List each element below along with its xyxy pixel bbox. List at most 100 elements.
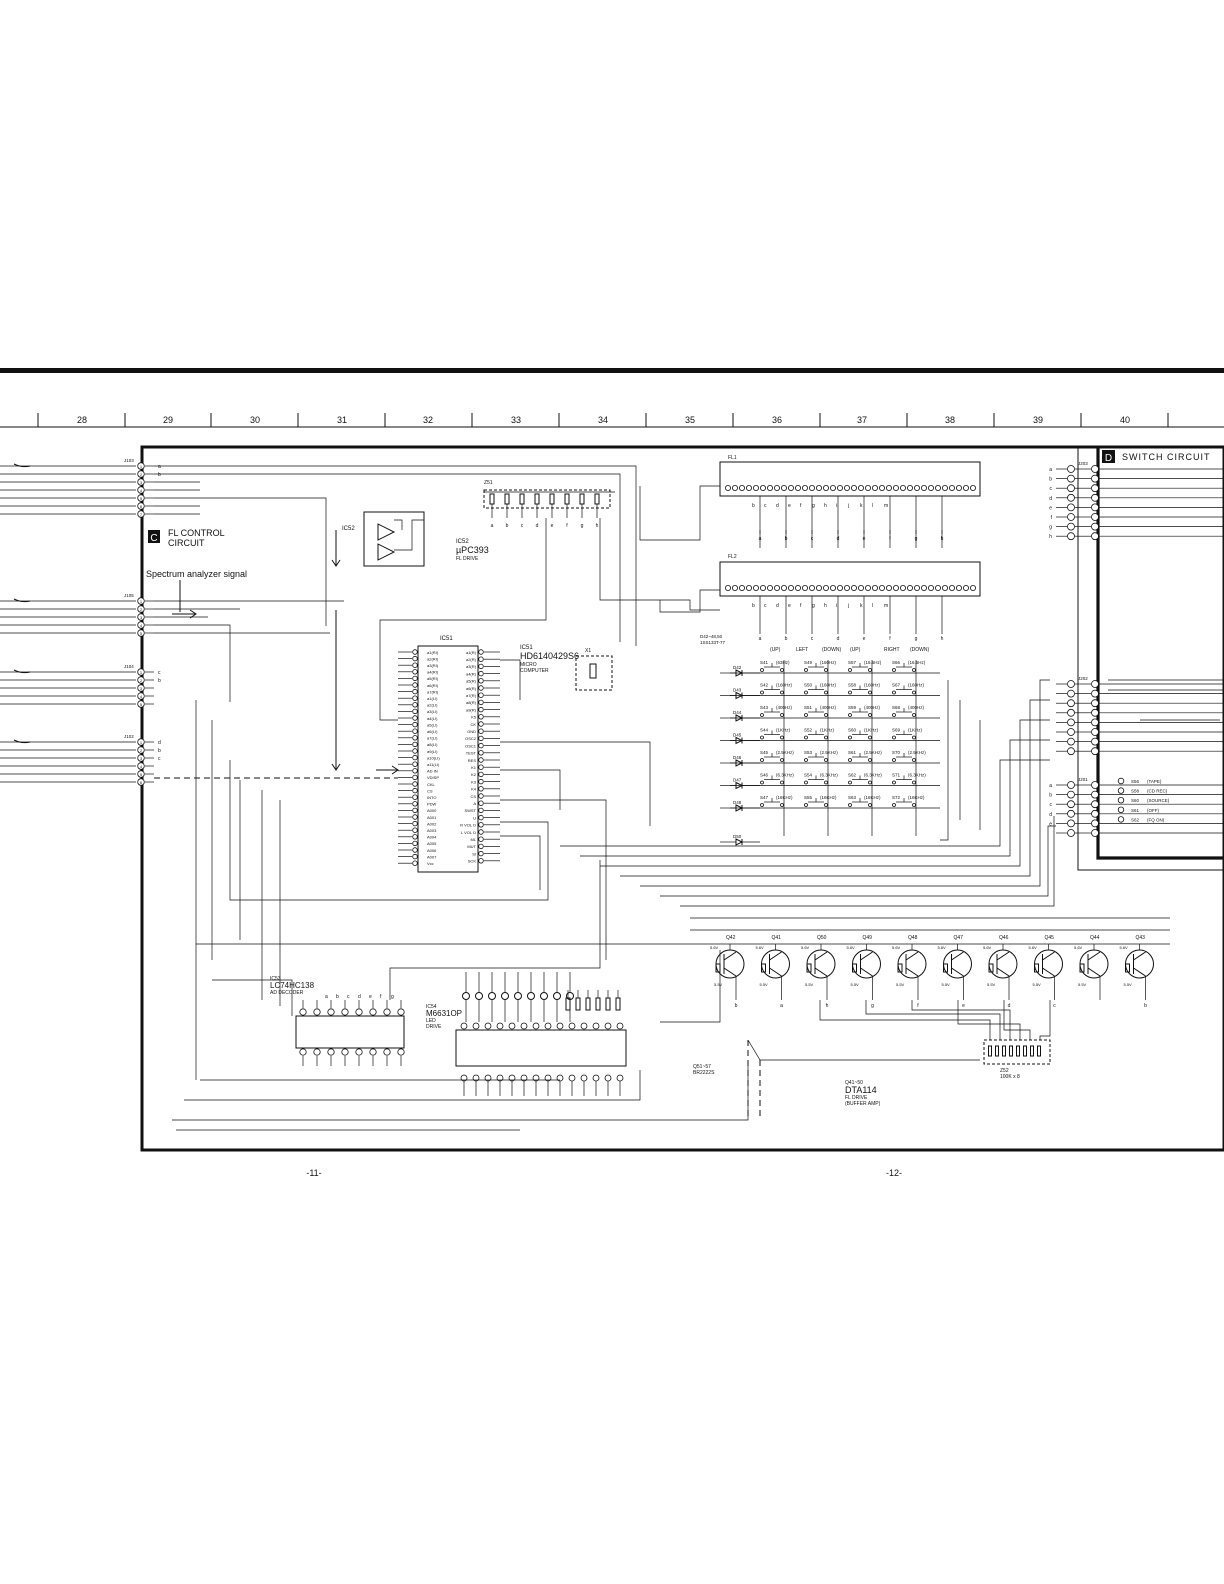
svg-text:7: 7 — [140, 512, 143, 517]
svg-text:f: f — [1051, 515, 1053, 521]
svg-text:4: 4 — [140, 623, 143, 628]
svg-text:S59: S59 — [848, 705, 857, 710]
svg-text:a: a — [780, 1003, 783, 1009]
svg-text:d: d — [1049, 812, 1052, 818]
ic51-ref: IC51 — [440, 636, 453, 642]
svg-text:a5(LI): a5(LI) — [427, 722, 438, 727]
svg-text:6: 6 — [140, 780, 143, 785]
svg-text:S58: S58 — [848, 683, 857, 688]
grid-col-35: 35 — [685, 415, 695, 425]
connector-j203: J203 — [1078, 461, 1088, 466]
svg-text:b: b — [158, 748, 161, 754]
svg-text:a5(RI): a5(RI) — [427, 676, 439, 681]
svg-text:a1(LI): a1(LI) — [427, 696, 438, 701]
svg-text:(1KHz): (1KHz) — [776, 728, 791, 733]
svg-text:K1: K1 — [471, 765, 477, 770]
svg-text:(1KHz): (1KHz) — [864, 728, 879, 733]
svg-text:S42: S42 — [760, 683, 769, 688]
svg-text:g: g — [391, 994, 394, 1000]
svg-text:a2(LI): a2(LI) — [427, 703, 438, 708]
ic52-label-2: µPC393 — [456, 545, 489, 555]
ic54-label-1: IC54 — [426, 1004, 437, 1010]
svg-text:S60: S60 — [848, 728, 857, 733]
svg-text:A006: A006 — [427, 848, 437, 853]
diode-note-2: 1SS133T-77 — [700, 640, 726, 645]
svg-text:4: 4 — [140, 694, 143, 699]
svg-text:5.5V: 5.5V — [1078, 982, 1087, 987]
diode-note-1: D42~48,50 — [700, 634, 723, 639]
svg-text:Vcc: Vcc — [427, 861, 434, 866]
svg-text:5.6V: 5.6V — [892, 945, 901, 950]
circuit-frame — [140, 445, 1224, 1152]
svg-text:K5: K5 — [471, 715, 477, 720]
svg-text:5.5V: 5.5V — [851, 982, 860, 987]
svg-text:a3(RI): a3(RI) — [427, 663, 439, 668]
svg-text:CKL: CKL — [427, 782, 436, 787]
svg-text:3: 3 — [140, 615, 143, 620]
svg-text:a10(LI): a10(LI) — [427, 755, 440, 760]
svg-text:a7(R): a7(R) — [466, 693, 477, 698]
svg-text:a9(R): a9(R) — [466, 707, 477, 712]
svg-text:5.5V: 5.5V — [896, 982, 905, 987]
svg-text:c: c — [158, 756, 161, 762]
svg-text:S71: S71 — [892, 773, 901, 778]
svg-text:5.6V: 5.6V — [710, 945, 719, 950]
svg-text:a4(LI): a4(LI) — [427, 716, 438, 721]
svg-text:OSC2: OSC2 — [465, 736, 477, 741]
svg-text:2: 2 — [140, 472, 143, 477]
svg-text:5.5V: 5.5V — [942, 982, 951, 987]
svg-text:SCK: SCK — [468, 859, 477, 864]
svg-text:3: 3 — [140, 756, 143, 761]
switch-circuit-frame — [1096, 447, 1224, 860]
svg-text:a7(LI): a7(LI) — [427, 736, 438, 741]
svg-text:S72: S72 — [892, 795, 901, 800]
grid-col-36: 36 — [772, 415, 782, 425]
section-c-title-2: CIRCUIT — [168, 538, 205, 548]
z52-label-2: 100K x 8 — [1000, 1074, 1020, 1080]
svg-text:S49: S49 — [804, 660, 813, 665]
connector-j105: J105 — [124, 593, 134, 598]
svg-text:S50: S50 — [804, 683, 813, 688]
svg-text:e: e — [788, 603, 791, 609]
z52-label-1: Z52 — [1000, 1068, 1009, 1074]
svg-text:d: d — [1049, 496, 1052, 502]
svg-text:INTO: INTO — [427, 795, 436, 800]
svg-text:SWST: SWST — [464, 808, 476, 813]
svg-text:(2.5KHz): (2.5KHz) — [776, 750, 794, 755]
svg-text:d: d — [1008, 1003, 1011, 1009]
svg-text:(6.3KHz): (6.3KHz) — [776, 773, 794, 778]
svg-text:e: e — [863, 636, 866, 642]
ic51-label-2: HD6140429S6 — [520, 651, 579, 661]
svg-text:(2.5KHz): (2.5KHz) — [908, 750, 926, 755]
svg-text:a11(LI): a11(LI) — [427, 762, 440, 767]
svg-text:f: f — [800, 503, 802, 509]
svg-text:S58: S58 — [1131, 789, 1140, 794]
svg-text:D43: D43 — [733, 688, 742, 693]
svg-text:A000: A000 — [427, 808, 437, 813]
svg-text:k: k — [860, 603, 863, 609]
ic52-ref: IC52 — [342, 526, 355, 532]
ic52-label-3: FL DRIVE — [456, 556, 479, 562]
svg-text:a: a — [1049, 783, 1052, 789]
svg-text:a7(RI): a7(RI) — [427, 689, 439, 694]
svg-text:d: d — [536, 523, 539, 529]
svg-text:S46: S46 — [760, 773, 769, 778]
svg-text:5.6V: 5.6V — [938, 945, 947, 950]
svg-text:S62: S62 — [848, 773, 857, 778]
svg-text:b: b — [735, 1003, 738, 1009]
svg-text:5.6V: 5.6V — [983, 945, 992, 950]
svg-text:A001: A001 — [427, 815, 437, 820]
svg-text:S53: S53 — [804, 750, 813, 755]
svg-text:5.5V: 5.5V — [714, 982, 723, 987]
svg-text:b: b — [158, 678, 161, 684]
svg-text:2: 2 — [140, 748, 143, 753]
svg-text:g: g — [812, 603, 815, 609]
svg-text:b: b — [1049, 793, 1052, 799]
svg-text:b: b — [1049, 477, 1052, 483]
svg-text:S60: S60 — [1131, 798, 1140, 803]
svg-text:5: 5 — [140, 631, 143, 636]
svg-text:D42: D42 — [733, 665, 742, 670]
